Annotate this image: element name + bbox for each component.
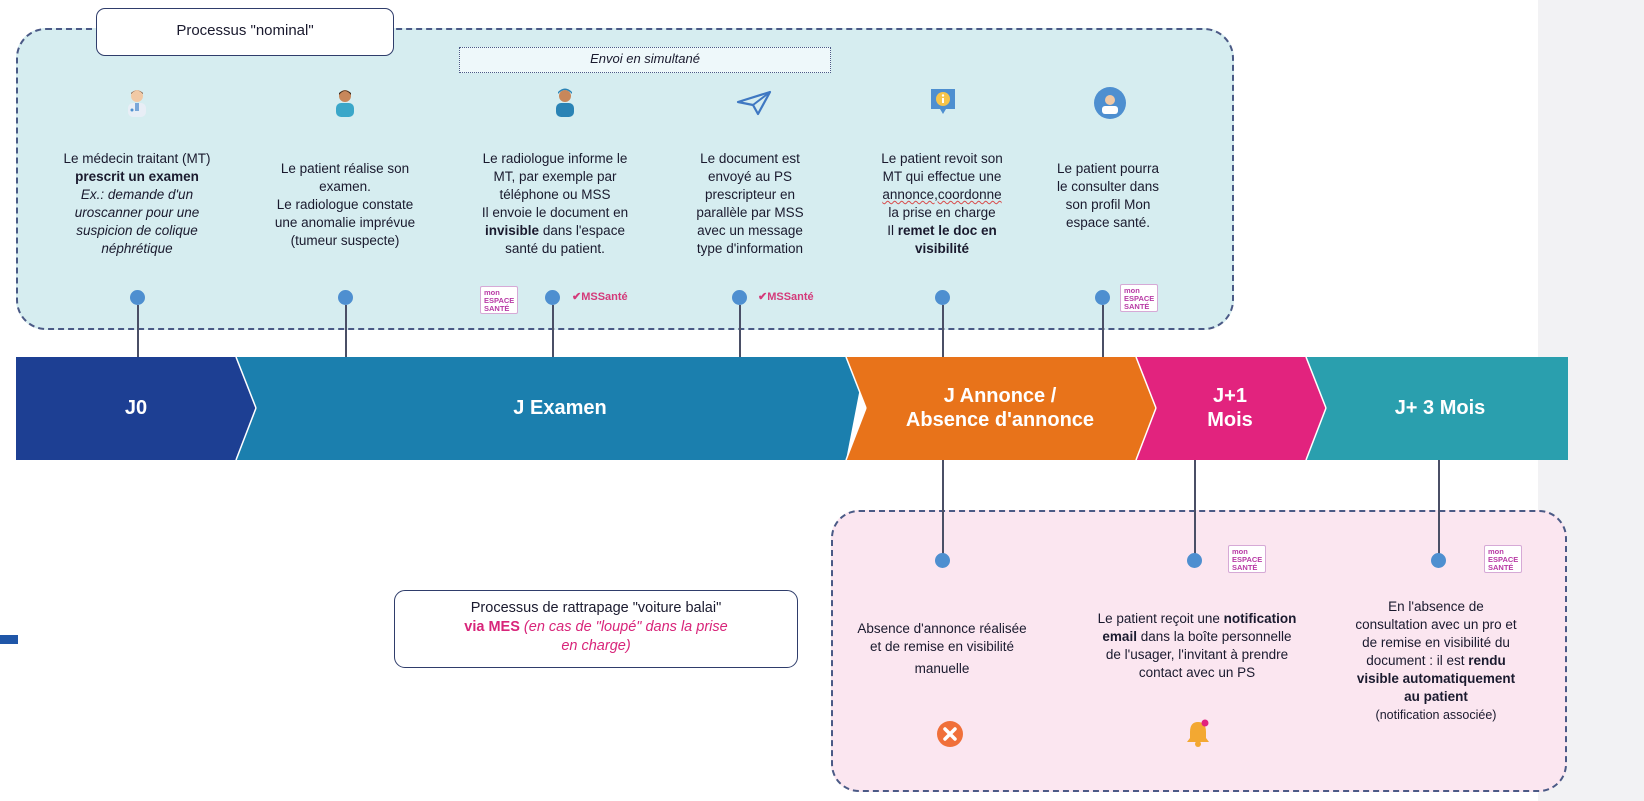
segment-j-examen xyxy=(236,357,866,460)
connector-line xyxy=(1102,305,1104,357)
segment-j1-mois xyxy=(1136,357,1326,460)
left-accent-bar xyxy=(0,635,18,644)
step-2-text: Le patient réalise son examen. Le radiol… xyxy=(274,161,416,248)
timeline-dot xyxy=(130,290,145,305)
timeline-dot xyxy=(1187,553,1202,568)
timeline-dot xyxy=(545,290,560,305)
step-5-text: Le patient revoit son MT qui effectue un… xyxy=(881,151,1003,256)
nominal-process-title: Processus "nominal" xyxy=(96,8,394,56)
radiologist-icon xyxy=(556,88,574,117)
mssante-logo: ✔MSSanté xyxy=(758,291,814,303)
timeline-dot xyxy=(935,290,950,305)
segment-j3-mois xyxy=(1306,357,1568,460)
simultaneous-send-label: Envoi en simultané xyxy=(459,47,831,73)
catchup-2-text: Le patient reçoit une notification email… xyxy=(1097,611,1297,680)
step-6-text: Le patient pourra le consulter dans son … xyxy=(1056,161,1160,230)
connector-line xyxy=(345,305,347,357)
connector-line xyxy=(137,305,139,357)
bell-icon xyxy=(1187,719,1209,747)
info-icon xyxy=(931,89,955,114)
patient-icon xyxy=(336,90,354,117)
doctor-icon xyxy=(128,90,146,117)
nominal-process-box xyxy=(16,28,1234,330)
catchup-3-text: En l'absence de consultation avec un pro… xyxy=(1355,599,1517,722)
segment-label-j1-mois: J+1 Mois xyxy=(1207,385,1253,431)
connector-line xyxy=(739,305,741,357)
connector-line xyxy=(942,305,944,357)
timeline-dot xyxy=(1431,553,1446,568)
user-screen-icon xyxy=(1094,87,1126,119)
close-circle-icon xyxy=(937,721,963,747)
timeline-dot xyxy=(732,290,747,305)
catchup-process-title: Processus de rattrapage "voiture balai" … xyxy=(394,590,798,668)
connector-line xyxy=(942,460,944,554)
step-1-text: Le médecin traitant (MT) prescrit un exa… xyxy=(63,151,211,256)
catchup-1-text: Absence d'annonce réalisée et de remise … xyxy=(857,621,1027,676)
timeline-dot xyxy=(338,290,353,305)
segment-label-j3-mois: J+ 3 Mois xyxy=(1394,397,1486,419)
segment-label-j0: J0 xyxy=(124,397,148,419)
timeline-bar xyxy=(16,357,1568,460)
connector-line xyxy=(552,305,554,357)
paper-plane-icon xyxy=(736,90,772,116)
segment-j-annonce xyxy=(846,357,1156,460)
segment-j0 xyxy=(16,357,256,460)
segment-label-j-annonce: J Annonce / Absence d'annonce xyxy=(905,385,1095,431)
connector-line xyxy=(1194,460,1196,554)
connector-line xyxy=(1438,460,1440,554)
step-3-text: Le radiologue informe le MT, par exemple… xyxy=(481,151,629,256)
timeline-dot xyxy=(935,553,950,568)
step-4-text: Le document est envoyé au PS prescripteu… xyxy=(696,151,804,256)
segment-label-j-examen: J Examen xyxy=(513,397,607,419)
timeline-dot xyxy=(1095,290,1110,305)
mssante-logo: ✔MSSanté xyxy=(572,291,628,303)
